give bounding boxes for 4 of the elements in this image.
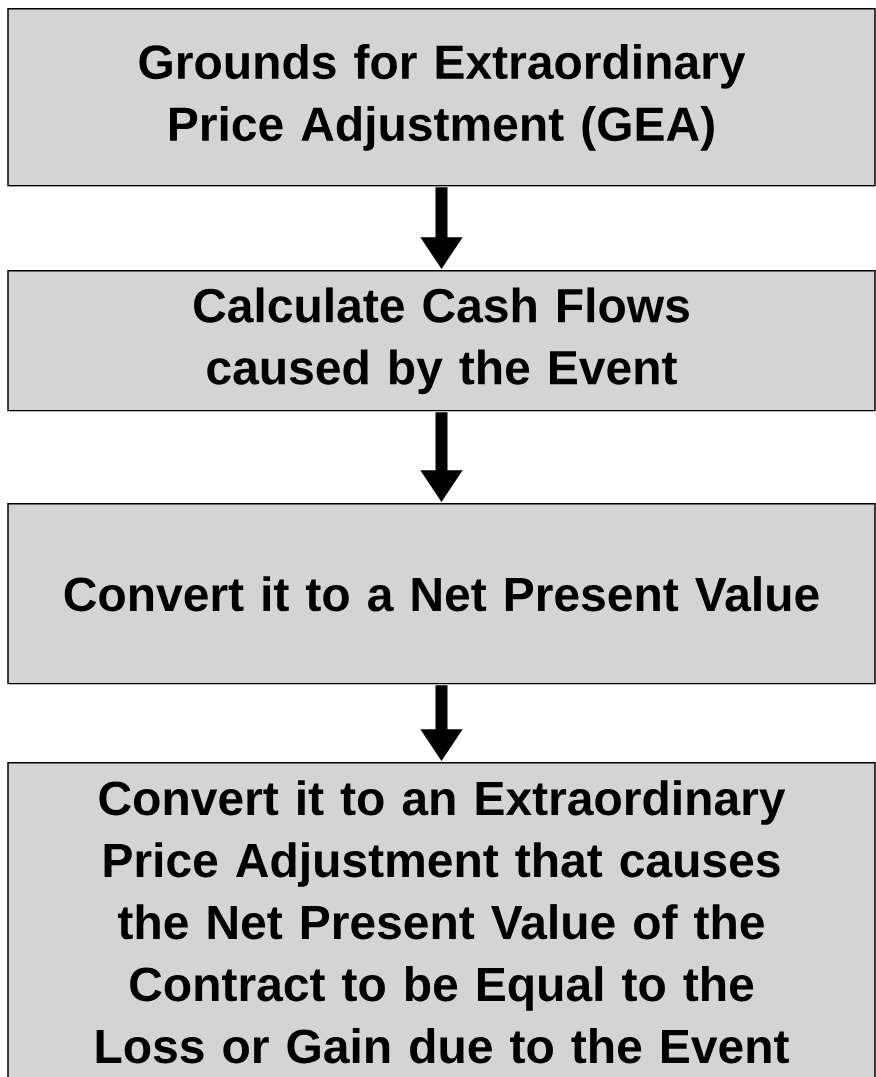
process-box: Convert it to an Extraordinary Price Adjustment that causes the Net Present Value of the Contract to be Equal to the Loss or Gain due to the Event bbox=[7, 762, 876, 1077]
process-box: Grounds for Extraordinary Price Adjustment (GEA) bbox=[7, 8, 876, 187]
process-box: Calculate Cash Flows caused by the Event bbox=[7, 270, 876, 412]
process-box: Convert it to a Net Present Value bbox=[7, 503, 876, 685]
